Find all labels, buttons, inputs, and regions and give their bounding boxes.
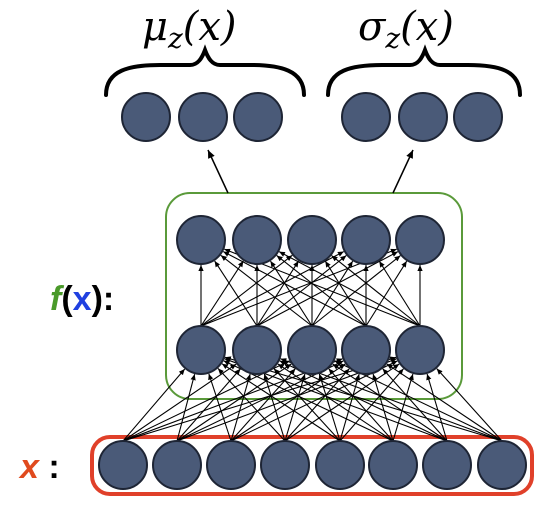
connection-arrow — [318, 373, 341, 442]
x-colon: : — [39, 448, 60, 486]
hidden-top-node — [232, 215, 282, 265]
connection-arrow — [122, 356, 397, 442]
sigma-output-node — [453, 92, 503, 142]
hidden-bottom-node — [395, 325, 445, 375]
connection-arrow — [386, 363, 503, 442]
hidden-bottom-node — [341, 325, 391, 375]
connection-arrow — [277, 363, 394, 442]
connection-arrow — [278, 251, 421, 327]
arrow-to-mu — [207, 149, 229, 194]
fx-open-paren: ( — [61, 280, 73, 318]
connection-arrow — [222, 251, 367, 327]
connection-arrow — [230, 363, 346, 442]
hidden-top-node — [341, 215, 391, 265]
connection-arrow — [256, 251, 399, 327]
hidden-bottom-node — [232, 325, 282, 375]
fx-box — [165, 192, 463, 400]
connection-arrow — [339, 373, 361, 442]
connection-arrow — [230, 373, 252, 442]
connection-arrow — [270, 260, 313, 327]
input-node — [315, 440, 365, 490]
connection-arrow — [217, 367, 286, 442]
input-node — [260, 440, 310, 490]
f-letter: f — [50, 280, 65, 318]
x-letter: x — [18, 448, 41, 486]
connection-arrow — [311, 255, 401, 327]
input-node — [98, 440, 148, 490]
mu-output-node — [121, 92, 171, 142]
mu-brace — [104, 44, 306, 97]
hidden-top-node — [176, 215, 226, 265]
connection-arrow — [200, 254, 293, 327]
connection-arrow — [436, 368, 503, 442]
connection-arrow — [176, 374, 196, 442]
connection-arrow — [220, 254, 313, 327]
hidden-top-node — [287, 215, 337, 265]
connection-arrow — [256, 260, 299, 327]
connection-arrow — [200, 251, 345, 327]
connection-arrow — [392, 373, 414, 442]
connection-arrow — [378, 260, 421, 327]
input-node — [477, 440, 527, 490]
arrow-to-sigma — [392, 149, 414, 194]
connection-arrow — [200, 260, 244, 327]
connection-arrow — [311, 260, 354, 327]
connection-arrow — [426, 373, 448, 442]
connection-arrow — [276, 255, 367, 327]
input-box — [90, 435, 534, 496]
connection-arrow — [284, 373, 306, 442]
neurons — [98, 92, 527, 490]
connection-arrow — [214, 260, 258, 327]
connection-arrow — [332, 363, 448, 442]
connection-arrow — [208, 373, 232, 442]
connection-arrow — [372, 373, 394, 442]
fx-close-paren: ): — [92, 280, 115, 318]
x-label: x : — [18, 448, 60, 486]
connection-arrow — [122, 363, 237, 442]
connection-arrow — [221, 363, 341, 442]
input-node — [152, 440, 202, 490]
hidden-bottom-node — [176, 325, 226, 375]
sigma-output-node — [341, 92, 391, 142]
connection-arrow — [256, 255, 347, 327]
connection-arrow — [263, 373, 286, 442]
sigma-brace — [326, 44, 522, 97]
fx-label: f(x): — [50, 280, 114, 318]
connection-arrow — [224, 356, 503, 442]
connection-arrow — [324, 260, 367, 327]
mu-output-node — [233, 92, 283, 142]
mu-output-node — [178, 92, 228, 142]
hidden-top-node — [395, 215, 445, 265]
connection-arrow — [331, 255, 421, 327]
hidden-bottom-node — [287, 325, 337, 375]
connection-arrow — [382, 368, 448, 442]
sigma-output-node — [398, 92, 448, 142]
connection-arrow — [365, 260, 408, 327]
mu-label: μz(x) — [142, 4, 237, 55]
input-node — [422, 440, 472, 490]
x-in-f: x — [73, 280, 92, 318]
sigma-label: σz(x) — [358, 4, 454, 55]
input-node — [368, 440, 418, 490]
input-node — [206, 440, 256, 490]
connection-arrow — [122, 368, 186, 442]
